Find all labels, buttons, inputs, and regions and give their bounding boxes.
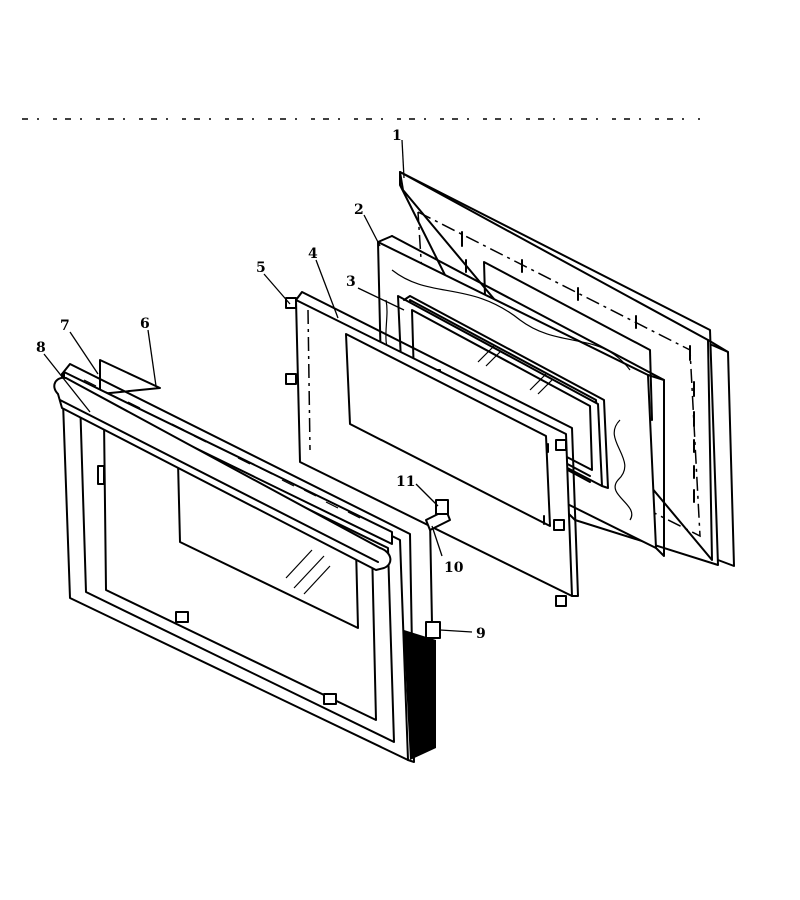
callout-3: 3 bbox=[346, 274, 356, 290]
callout-labels: 1 2 3 4 5 6 7 8 9 10 11 bbox=[36, 128, 486, 642]
callout-2: 2 bbox=[354, 202, 364, 218]
callout-4: 4 bbox=[308, 246, 318, 262]
part-7-8-outer-door-front bbox=[53, 363, 436, 763]
part-4-inner-door-frame bbox=[285, 291, 579, 607]
callout-11: 11 bbox=[396, 474, 415, 490]
callout-10: 10 bbox=[444, 560, 464, 576]
callout-7: 7 bbox=[60, 318, 70, 334]
callout-8: 8 bbox=[36, 340, 46, 356]
part-6-window-glass bbox=[99, 359, 161, 395]
callout-1: 1 bbox=[392, 128, 402, 144]
leader-lines bbox=[43, 139, 473, 633]
callout-5: 5 bbox=[256, 260, 266, 276]
callout-6: 6 bbox=[140, 316, 150, 332]
callout-9: 9 bbox=[476, 626, 486, 642]
